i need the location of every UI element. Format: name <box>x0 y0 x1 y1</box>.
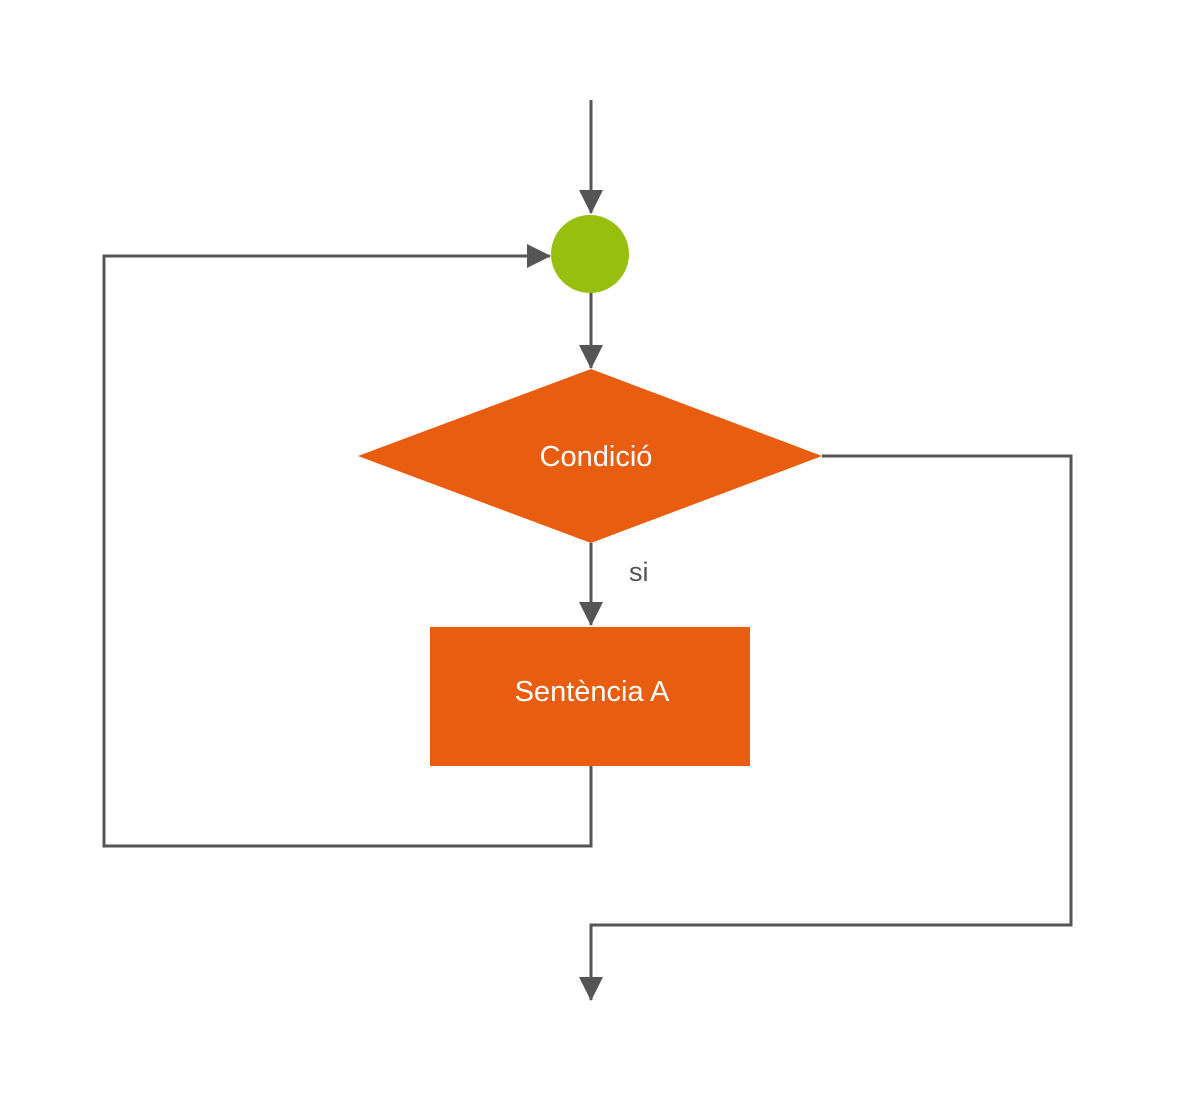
statement-label: Sentència A <box>515 676 670 708</box>
statement-box <box>430 627 750 766</box>
loop-back-arrow <box>102 244 593 848</box>
junction-node <box>551 215 629 293</box>
condition-node: Condició <box>358 369 822 543</box>
yes-branch-label: si <box>629 557 649 587</box>
condition-diamond <box>358 369 822 543</box>
statement-node: Sentència A <box>430 627 750 766</box>
exit-arrow <box>579 454 1073 1001</box>
condition-label: Condició <box>540 441 653 473</box>
